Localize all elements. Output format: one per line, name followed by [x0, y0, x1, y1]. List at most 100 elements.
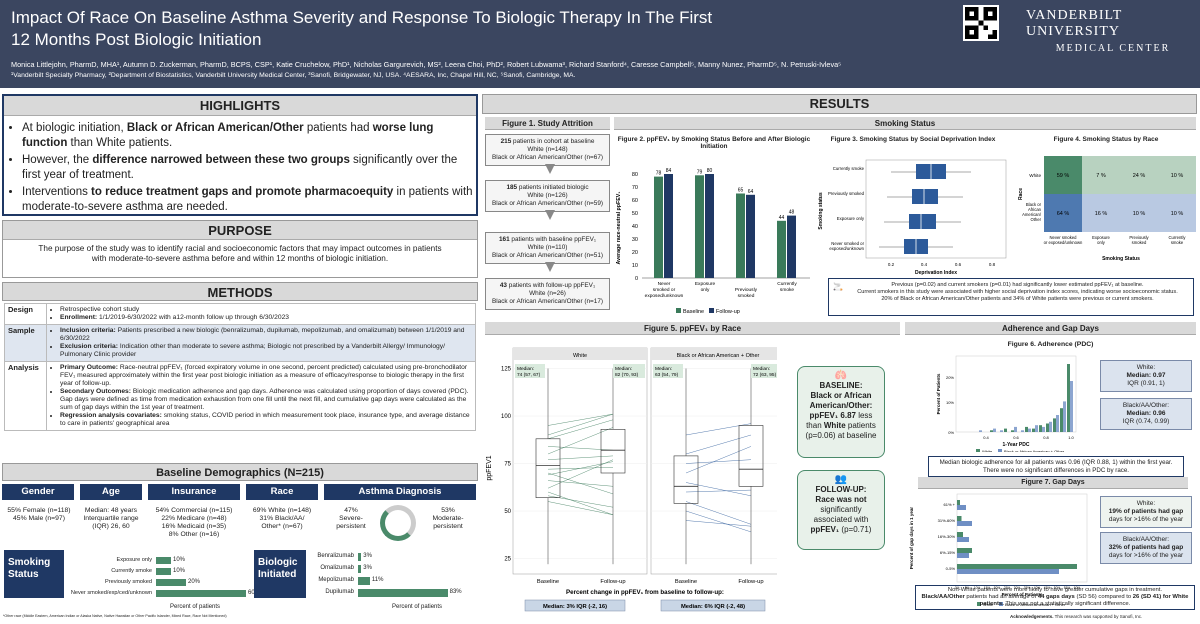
- fig4-row-label: Black or: [1026, 202, 1042, 207]
- fig4-cell: [1082, 194, 1120, 232]
- affiliations: ¹Vanderbilt Specialty Pharmacy, ²Departm…: [11, 72, 576, 79]
- fig6-legend-label: Black or African American + Other: [1004, 449, 1065, 452]
- fig4-cell: [1120, 156, 1158, 194]
- fig5-subject-line: [547, 501, 614, 516]
- fig6-bar-black: [1049, 421, 1052, 432]
- fig6-bar-black: [1000, 430, 1003, 432]
- fig2-bar-label: 48: [789, 210, 795, 216]
- fig4-chart: 59 %7 %24 %10 %64 %16 %10 %10 %WhiteBlac…: [1018, 156, 1196, 262]
- fig5-subject-line: [547, 461, 614, 476]
- gender-values: 55% Female (n=118)45% Male (n=97): [7, 507, 71, 522]
- lungs-icon-small: 🫁: [834, 370, 848, 381]
- purpose-heading: PURPOSE: [3, 221, 477, 240]
- fig7-bar-black: [957, 553, 969, 558]
- fig4-cell: [1044, 156, 1082, 194]
- qr-code-icon[interactable]: [963, 5, 999, 41]
- smoking-status-label: Smoking Status: [4, 550, 64, 598]
- fig7-x-tick: 60%: [1074, 586, 1081, 590]
- highlights-panel: HIGHLIGHTS At biologic initiation, Black…: [2, 94, 478, 216]
- fig2-bar: [736, 193, 745, 278]
- fig7-legend-swatch: [999, 602, 1003, 606]
- asthma-dx-title: Asthma Diagnosis: [324, 484, 476, 500]
- fig5-subject-line: [685, 459, 752, 464]
- fig6-bar-black: [979, 430, 982, 432]
- fig7-bar-black: [957, 521, 972, 526]
- fig7-bar-white: [957, 564, 1077, 569]
- fig6-bar-white: [1011, 430, 1014, 432]
- fig4-cell: [1120, 194, 1158, 232]
- highlight-2: However, the difference narrowed between…: [22, 153, 476, 183]
- fig5-black-change: Median: 6% IQR (-2, 48): [681, 604, 745, 610]
- fig5-panel-title: White: [573, 353, 587, 359]
- fig7-legend-label: Black or African American + Other: [1005, 602, 1066, 607]
- fig1-title: Figure 1. Study Attrition: [485, 117, 610, 130]
- fig6-y-tick: 10%: [946, 400, 954, 405]
- smoking-findings-box: 🚬 Previous (p=0.02) and current smokers …: [828, 278, 1194, 316]
- methods-sample-row: SampleInclusion criteria: Patients presc…: [4, 324, 476, 362]
- fig5-subject-line: [547, 413, 614, 436]
- fig7-y-label: Percent of gap days in 1 year: [909, 507, 914, 570]
- fig5-subject-line: [685, 501, 752, 525]
- fig3-x-tick: 0.4: [921, 262, 928, 267]
- fig4-col-label: Exposure: [1092, 235, 1110, 240]
- fig2-y-tick: 70: [632, 185, 638, 191]
- fig5-median-box: [751, 364, 777, 378]
- fig6-x-label: 1-Year PDC: [1003, 442, 1030, 448]
- fig7-bar-black: [957, 505, 966, 510]
- fig6-bar-white: [1025, 426, 1028, 432]
- fig4-col-label: smoked: [1132, 240, 1147, 245]
- fig5-subject-line: [547, 491, 614, 516]
- fig5-y-tick: 75: [504, 462, 511, 468]
- fig4-cell-label: 10 %: [1171, 173, 1184, 179]
- fig5-subject-line: [685, 510, 752, 533]
- fig4-col-label: Currently: [1169, 235, 1187, 240]
- demographics-footnote: *Other race (Middle Eastern, American In…: [3, 614, 227, 618]
- fig2-y-tick: 0: [635, 276, 638, 282]
- fig5-panel: [650, 347, 777, 575]
- fig5-subject-line: [547, 459, 614, 489]
- fig2-y-tick: 60: [632, 198, 638, 204]
- smoking-bar: [156, 557, 171, 564]
- biologic-bar-label: Mepolizumab: [318, 577, 354, 583]
- fig3-y-tick: Exposure only: [837, 216, 865, 221]
- fig5-median-text: Median:: [655, 366, 672, 372]
- down-arrow-icon: [545, 262, 555, 272]
- fig4-col-label: only: [1097, 240, 1106, 245]
- smoking-bar-value: 20%: [188, 579, 201, 585]
- smoking-bar-value: 10%: [173, 557, 186, 563]
- highlight-3: Interventions to reduce treatment gaps a…: [22, 185, 476, 215]
- fig5-subject-line: [685, 489, 752, 493]
- fig5-median-box: [653, 364, 683, 378]
- biologic-bar-value: 11%: [371, 577, 384, 583]
- results-heading-bar: RESULTS: [482, 94, 1197, 114]
- fig2-x-tick: Previously: [735, 287, 758, 293]
- fig5-x-tick: Baseline: [675, 579, 697, 585]
- fig7-note: Non-White patients were more likely to h…: [915, 585, 1195, 610]
- fig4-row-label: Other: [1031, 217, 1042, 222]
- fig2-legend-label: Baseline: [683, 309, 704, 315]
- fig2-y-tick: 80: [632, 172, 638, 178]
- fig4-title: Figure 4. Smoking Status by Race: [1053, 136, 1159, 143]
- fig2-bar: [746, 194, 755, 278]
- biologic-bar-value: 3%: [363, 553, 372, 559]
- fig5-change-box: [660, 599, 766, 612]
- fig7-x-tick: 20%: [994, 586, 1001, 590]
- fig2-title: Figure 2. ppFEV₁ by Smoking Status Befor…: [617, 136, 811, 150]
- gender-title: Gender: [2, 484, 74, 500]
- smoking-bar-value: 10%: [173, 568, 186, 574]
- fig2-y-tick: 40: [632, 224, 638, 230]
- fig7-x-tick: 25%: [1004, 586, 1011, 590]
- fig2-legend-swatch: [709, 308, 714, 313]
- fig5-white-change: Median: 3% IQR (-2, 16): [543, 604, 607, 610]
- fig7-x-tick: 15%: [984, 586, 991, 590]
- fig4-cell: [1158, 194, 1196, 232]
- fig6-bar-black: [1042, 426, 1045, 432]
- fig4-y-label: Race: [1018, 188, 1024, 200]
- fig2-bar: [654, 176, 663, 278]
- fig5-subject-line: [685, 434, 752, 455]
- fig5-median-text: 74 (57, 67): [517, 372, 541, 378]
